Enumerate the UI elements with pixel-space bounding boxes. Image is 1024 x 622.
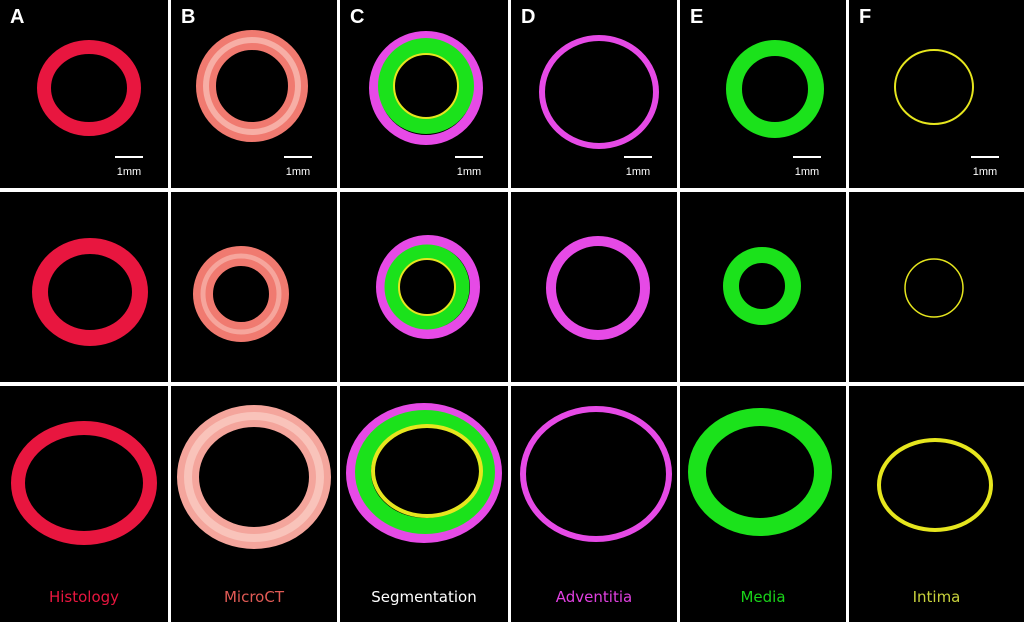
label-media: Media <box>740 588 786 606</box>
panel-A-row2 <box>0 192 168 382</box>
panel-letter-D: D <box>521 6 536 28</box>
label-intima: Intima <box>912 588 961 606</box>
panel-F-row3 <box>849 386 1024 576</box>
panel-D-row3 <box>511 386 677 576</box>
segmentation-ring <box>376 235 480 339</box>
panel-A-row1: A 1mm <box>0 0 168 188</box>
panel-letter-B: B <box>181 6 196 28</box>
panel-B-row2 <box>171 192 337 382</box>
scale-bar: 1mm <box>968 156 1002 178</box>
label-adventitia-cell: Adventitia <box>511 576 677 622</box>
panel-E-row2 <box>680 192 846 382</box>
panel-D-row2 <box>511 192 677 382</box>
intima-ring <box>894 49 974 125</box>
segmentation-ring <box>346 403 502 543</box>
panel-A-row3 <box>0 386 168 576</box>
panel-F-row2 <box>849 192 1024 382</box>
label-microct: MicroCT <box>223 588 284 606</box>
adventitia-ring <box>539 35 659 149</box>
media-ring <box>688 408 832 536</box>
panel-C-row3 <box>340 386 508 576</box>
panel-letter-A: A <box>10 6 25 28</box>
histology-ring <box>32 238 148 346</box>
scale-bar: 1mm <box>112 156 146 178</box>
label-histology: Histology <box>48 588 120 606</box>
panel-B-row3 <box>171 386 337 576</box>
label-microct-cell: MicroCT <box>171 576 337 622</box>
panel-B-row1: B 1mm <box>171 0 337 188</box>
media-ring <box>723 247 801 325</box>
panel-F-row1: F 1mm <box>849 0 1024 188</box>
microct-ring <box>177 405 331 549</box>
panel-D-row1: D 1mm <box>511 0 677 188</box>
label-adventitia: Adventitia <box>555 588 633 606</box>
scale-bar: 1mm <box>281 156 315 178</box>
label-histology-cell: Histology <box>0 576 168 622</box>
segmentation-ring <box>369 31 483 145</box>
panel-E-row1: E 1mm <box>680 0 846 188</box>
label-intima-cell: Intima <box>849 576 1024 622</box>
intima-ring <box>904 258 964 318</box>
label-media-cell: Media <box>680 576 846 622</box>
panel-C-row1: C 1mm <box>340 0 508 188</box>
panel-letter-C: C <box>350 6 365 28</box>
scale-bar: 1mm <box>790 156 824 178</box>
microct-ring <box>193 246 289 342</box>
panel-letter-E: E <box>690 6 704 28</box>
adventitia-ring <box>546 236 650 340</box>
panel-C-row2 <box>340 192 508 382</box>
histology-ring <box>37 40 141 136</box>
label-segmentation: Segmentation <box>371 588 477 606</box>
intima-ring <box>877 438 993 532</box>
panel-E-row3 <box>680 386 846 576</box>
panel-letter-F: F <box>859 6 872 28</box>
adventitia-ring <box>520 406 672 542</box>
media-ring <box>726 40 824 138</box>
scale-bar: 1mm <box>452 156 486 178</box>
label-segmentation-cell: Segmentation <box>340 576 508 622</box>
histology-ring <box>11 421 157 545</box>
scale-bar: 1mm <box>621 156 655 178</box>
microct-ring <box>196 30 308 142</box>
